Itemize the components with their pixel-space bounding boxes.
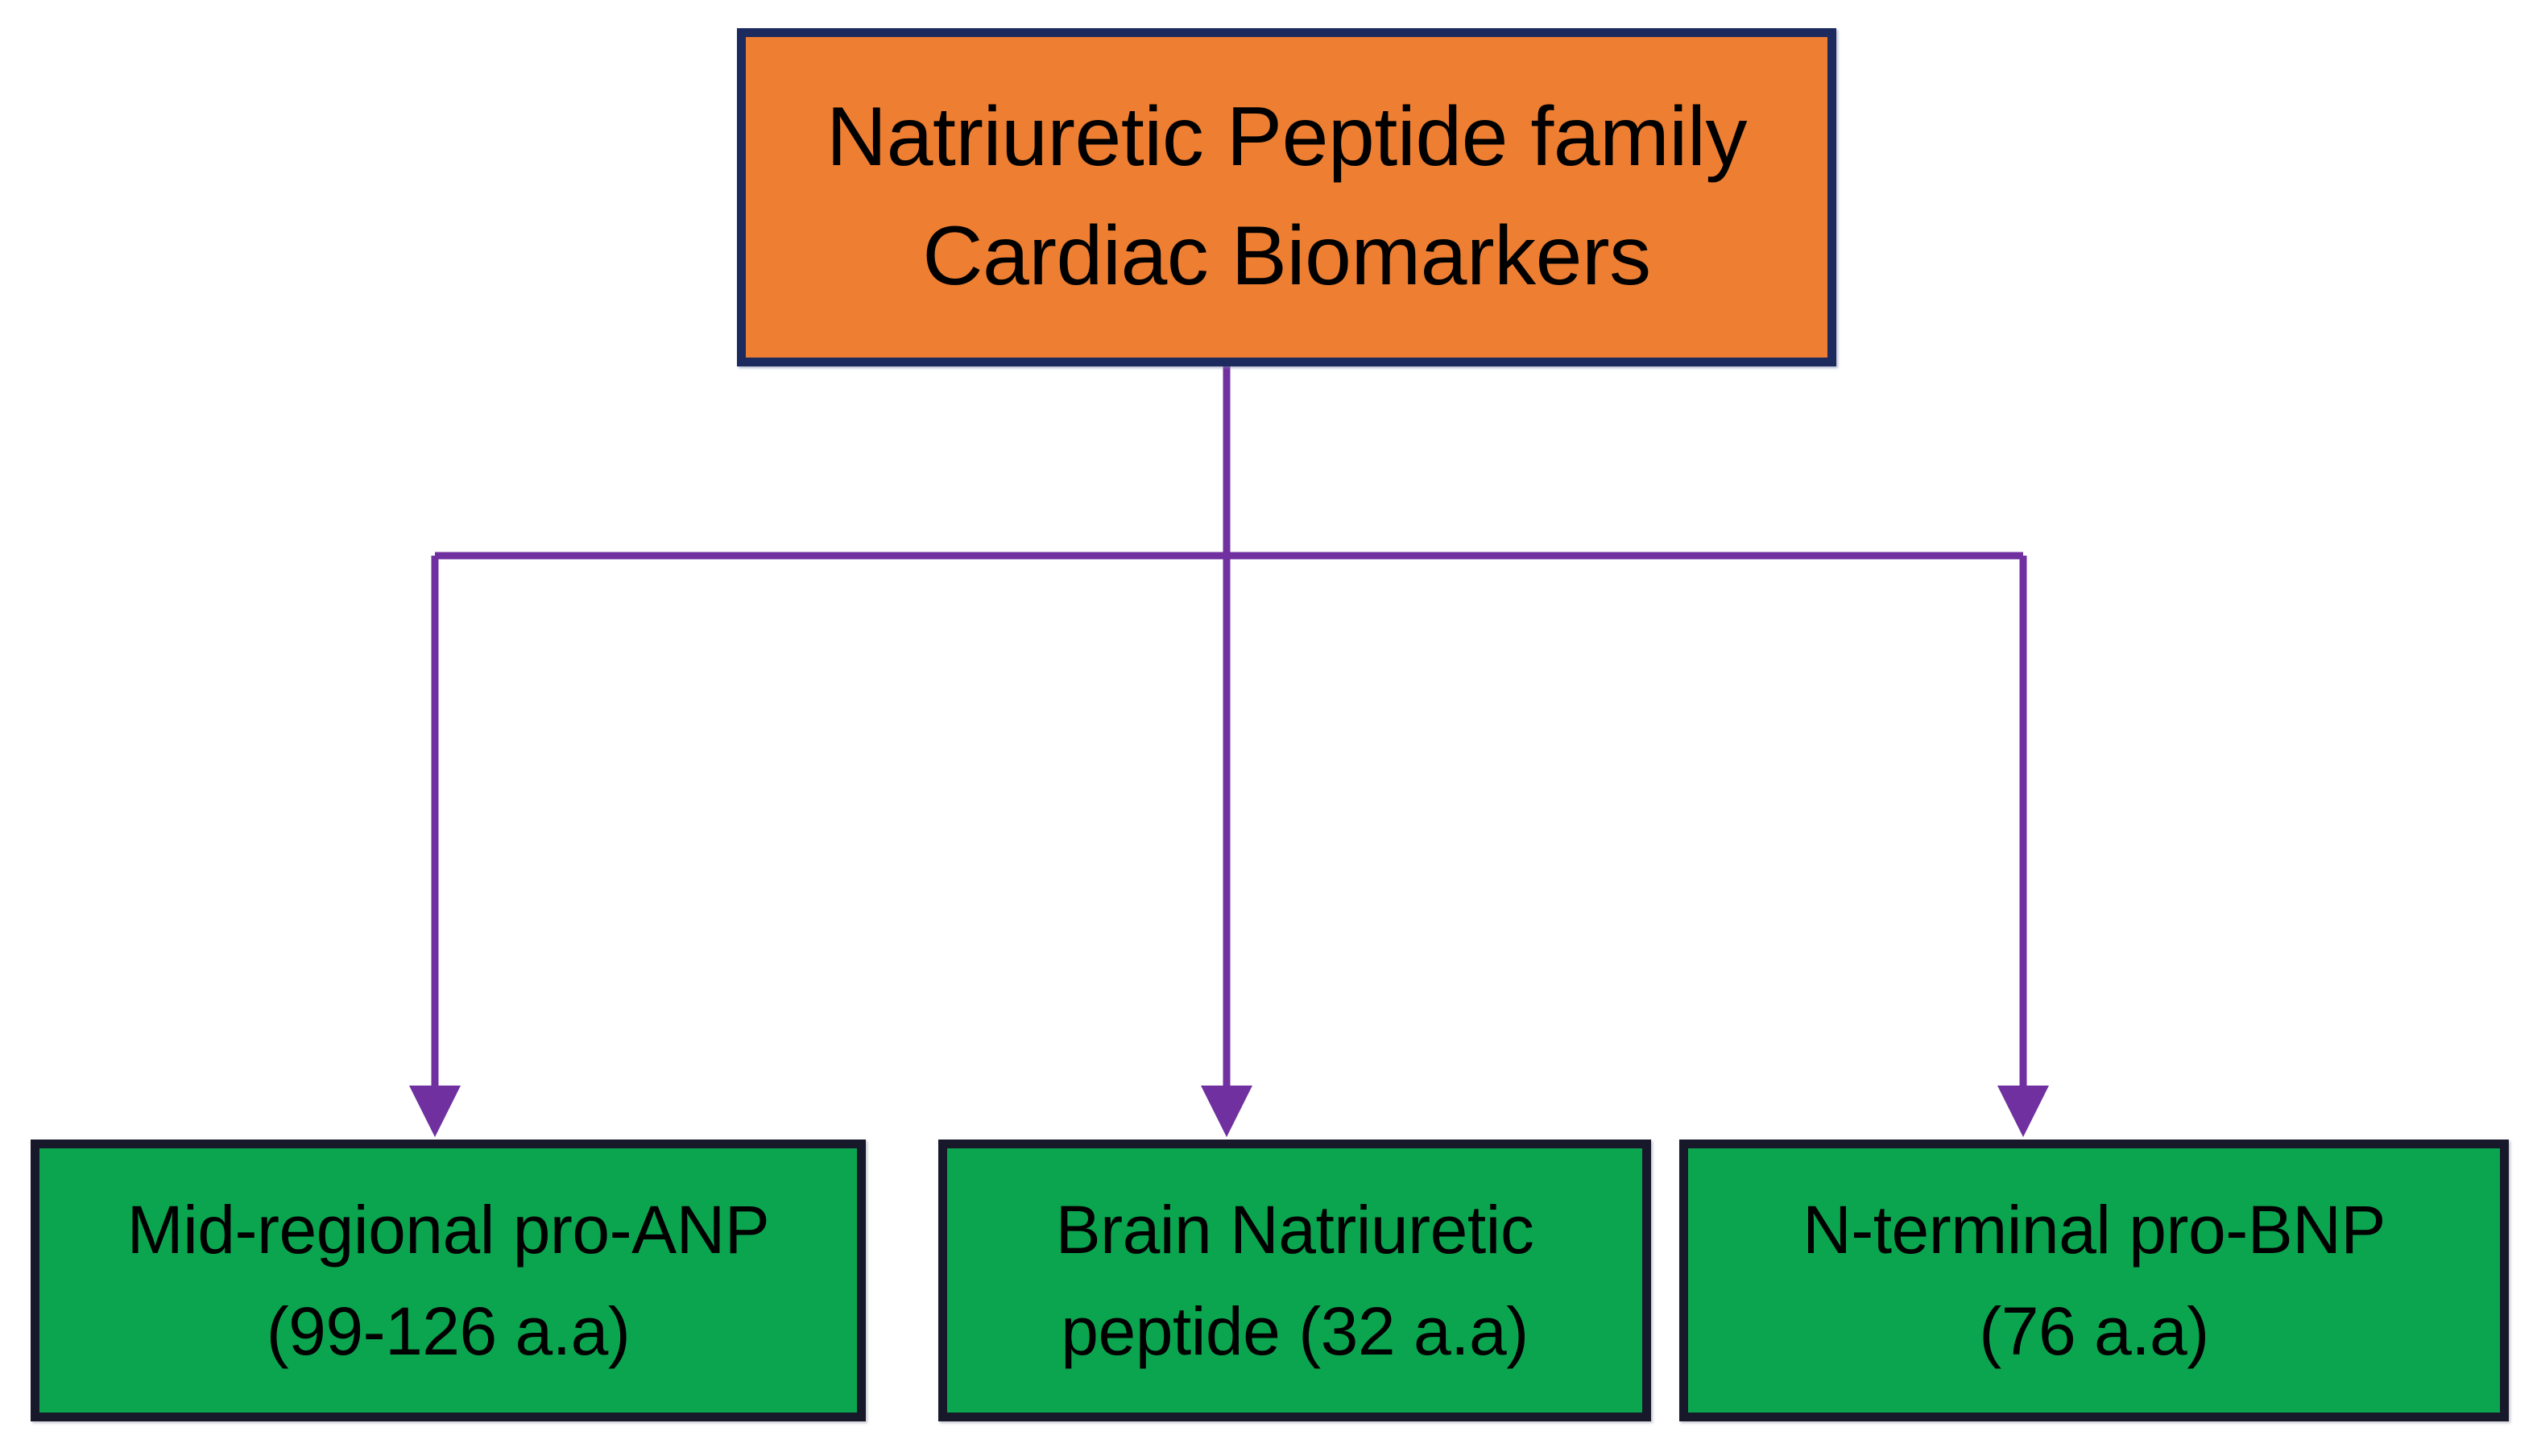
node-child2-line-2: peptide (32 a.a): [1061, 1293, 1529, 1369]
node-child2-line-1: Brain Natriuretic: [1055, 1192, 1534, 1268]
arrowhead-left-icon: [409, 1086, 461, 1137]
node-root-line-1: Natriuretic Peptide family: [826, 90, 1747, 184]
node-child3-line-2: (76 a.a): [1979, 1293, 2209, 1369]
node-root-line-2: Cardiac Biomarkers: [922, 209, 1651, 303]
node-child1-line-1: Mid-regional pro-ANP: [126, 1192, 770, 1268]
node-child3-line-1: N-terminal pro-BNP: [1802, 1192, 2386, 1268]
node-brain-natriuretic-peptide: Brain Natriuretic peptide (32 a.a): [938, 1140, 1651, 1421]
arrowhead-centre-icon: [1201, 1086, 1252, 1137]
arrowhead-right-icon: [1997, 1086, 2049, 1137]
node-natriuretic-peptide-family: Natriuretic Peptide family Cardiac Bioma…: [737, 28, 1836, 366]
node-n-terminal-pro-bnp: N-terminal pro-BNP (76 a.a): [1679, 1140, 2509, 1421]
node-mid-regional-pro-anp: Mid-regional pro-ANP (99-126 a.a): [31, 1140, 866, 1421]
node-child1-line-2: (99-126 a.a): [266, 1293, 631, 1369]
